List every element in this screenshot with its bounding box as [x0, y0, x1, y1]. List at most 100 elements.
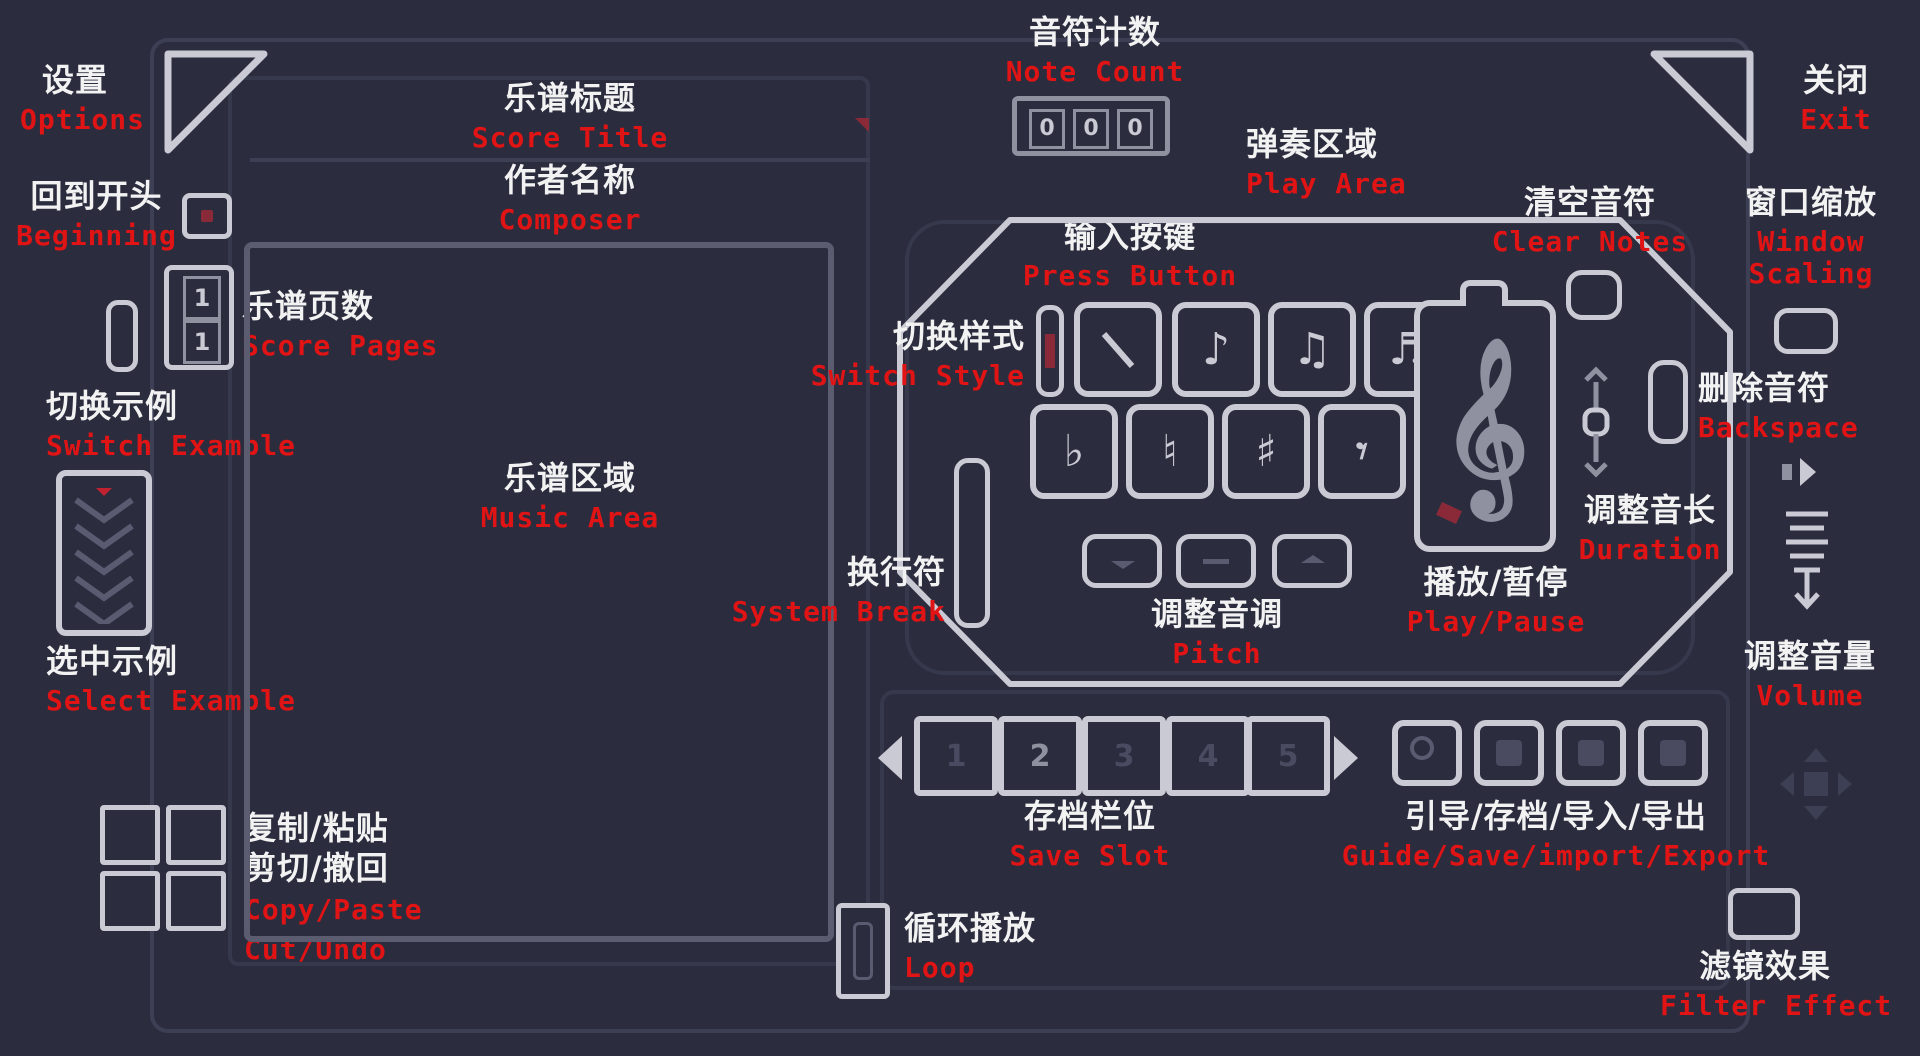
pitch-down-icon	[1111, 561, 1135, 569]
score-title-label: 乐谱标题 Score Title	[471, 79, 669, 154]
filter-effect-label: 滤镜效果 Filter Effect	[1660, 947, 1893, 1022]
save-slot-number: 5	[1277, 738, 1299, 774]
note-button-2[interactable]: ♪	[1172, 302, 1260, 397]
switch-style-toggle[interactable]	[1036, 305, 1064, 397]
save-slot-4[interactable]: 4	[1166, 716, 1250, 796]
save-slot-3[interactable]: 3	[1082, 716, 1166, 796]
system-break-button[interactable]	[954, 458, 990, 628]
pitch-label: 调整音调 Pitch	[1150, 595, 1283, 670]
play-area-label: 弹奏区域 Play Area	[1246, 125, 1407, 200]
guide-save-label: 引导/存档/导入/导出 Guide/Save/import/Export	[1341, 797, 1771, 872]
filter-effect-button[interactable]	[1728, 888, 1800, 940]
volume-slider-icon[interactable]	[1772, 450, 1842, 630]
score-page-current: 1	[183, 276, 221, 320]
note-glyph-icon: 𝄾	[1356, 426, 1368, 477]
note-glyph-icon: ♫	[1292, 324, 1332, 375]
note-glyph-icon: ♮	[1162, 426, 1178, 477]
note-button-6[interactable]: ♮	[1126, 404, 1214, 499]
duration-label: 调整音长 Duration	[1578, 491, 1722, 566]
pitch-reset-icon	[1203, 559, 1229, 564]
import-button[interactable]	[1556, 720, 1626, 786]
save-slot-label: 存档栏位 Save Slot	[1009, 797, 1171, 872]
volume-label: 调整音量 Volume	[1743, 637, 1876, 712]
switch-style-marker-icon	[1045, 334, 1055, 368]
pitch-down-button[interactable]	[1082, 534, 1162, 588]
composer-label[interactable]: 作者名称 Composer	[498, 161, 642, 236]
slash-icon	[1101, 332, 1135, 368]
save-button[interactable]	[1474, 720, 1544, 786]
pitch-up-button[interactable]	[1272, 534, 1352, 588]
backspace-label: 删除音符 Backspace	[1698, 369, 1859, 444]
export-icon	[1660, 740, 1686, 766]
save-slot-number: 1	[945, 738, 967, 774]
exit-label: 关闭 Exit	[1800, 61, 1872, 136]
bottom-strip-frame	[880, 690, 1730, 990]
example-selector[interactable]	[56, 470, 152, 636]
backspace-button[interactable]	[1648, 360, 1688, 444]
note-count-label: 音符计数 Note Count	[1005, 13, 1185, 88]
score-pages-label: 乐谱页数 Score Pages	[242, 287, 439, 362]
switch-example-label: 切换示例 Switch Example	[46, 387, 297, 462]
score-pages-counter[interactable]: 1 1	[164, 265, 234, 370]
clef-tab-icon	[1460, 280, 1508, 306]
dpad-icon	[1780, 748, 1852, 820]
beginning-dot-icon	[201, 210, 213, 222]
loop-label: 循环播放 Loop	[904, 909, 1037, 984]
window-scaling-button[interactable]	[1774, 308, 1838, 354]
play-panel	[897, 217, 1733, 687]
select-example-label: 选中示例 Select Example	[46, 642, 297, 717]
export-button[interactable]	[1638, 720, 1708, 786]
note-button-8[interactable]: 𝄾	[1318, 404, 1406, 499]
switch-example-toggle[interactable]	[106, 300, 138, 372]
note-count-display: 0 0 0	[1012, 96, 1170, 156]
note-button-5[interactable]: ♭	[1030, 404, 1118, 499]
note-button-7[interactable]: ♯	[1222, 404, 1310, 499]
import-icon	[1578, 740, 1604, 766]
undo-button[interactable]	[166, 871, 226, 931]
save-slot-2[interactable]: 2	[998, 716, 1082, 796]
pitch-reset-button[interactable]	[1176, 534, 1256, 588]
loop-indicator-icon	[853, 922, 873, 980]
copy-button[interactable]	[100, 805, 160, 865]
press-button-label: 输入按键 Press Button	[1022, 217, 1238, 292]
save-slot-1[interactable]: 1	[914, 716, 998, 796]
switch-style-label: 切换样式 Switch Style	[810, 317, 1025, 392]
save-slot-5[interactable]: 5	[1246, 716, 1330, 796]
save-slot-number: 3	[1113, 738, 1135, 774]
pitch-up-icon	[1301, 555, 1325, 563]
play-pause-button[interactable]: 𝄞	[1414, 280, 1556, 552]
cut-button[interactable]	[100, 871, 160, 931]
score-title-corner-icon	[855, 118, 869, 132]
exit-triangle-icon[interactable]	[1648, 48, 1758, 158]
play-pause-label: 播放/暂停 Play/Pause	[1406, 563, 1586, 638]
beginning-button[interactable]	[182, 193, 232, 239]
note-button-1[interactable]	[1074, 302, 1162, 397]
note-glyph-icon: ♯	[1255, 426, 1277, 477]
beginning-label: 回到开头 Beginning	[16, 177, 177, 252]
note-button-3[interactable]: ♫	[1268, 302, 1356, 397]
guide-button[interactable]	[1392, 720, 1462, 786]
chevron-pattern-icon	[74, 488, 134, 624]
save-slot-number: 4	[1197, 738, 1219, 774]
duration-stepper-icon[interactable]	[1576, 362, 1616, 482]
save-slot-prev-arrow-icon[interactable]	[878, 736, 902, 780]
score-page-total: 1	[183, 320, 221, 364]
options-label: 设置 Options	[20, 61, 146, 136]
outer-frame	[150, 38, 1750, 1033]
music-area-label: 乐谱区域 Music Area	[480, 459, 660, 534]
note-count-digit-1: 0	[1029, 109, 1065, 149]
clear-notes-label: 清空音符 Clear Notes	[1491, 183, 1689, 258]
clear-notes-button[interactable]	[1566, 270, 1622, 320]
note-count-digit-2: 0	[1073, 109, 1109, 149]
note-count-digit-3: 0	[1117, 109, 1153, 149]
paste-button[interactable]	[166, 805, 226, 865]
treble-clef-icon: 𝄞	[1440, 337, 1530, 512]
save-slot-next-arrow-icon[interactable]	[1334, 736, 1358, 780]
options-triangle-icon[interactable]	[160, 48, 270, 158]
note-glyph-icon: ♭	[1063, 426, 1085, 477]
music-area[interactable]	[244, 242, 834, 942]
loop-toggle[interactable]	[836, 903, 890, 999]
system-break-label: 换行符 System Break	[731, 553, 946, 628]
score-title-field[interactable]	[250, 96, 870, 162]
save-icon	[1496, 740, 1522, 766]
